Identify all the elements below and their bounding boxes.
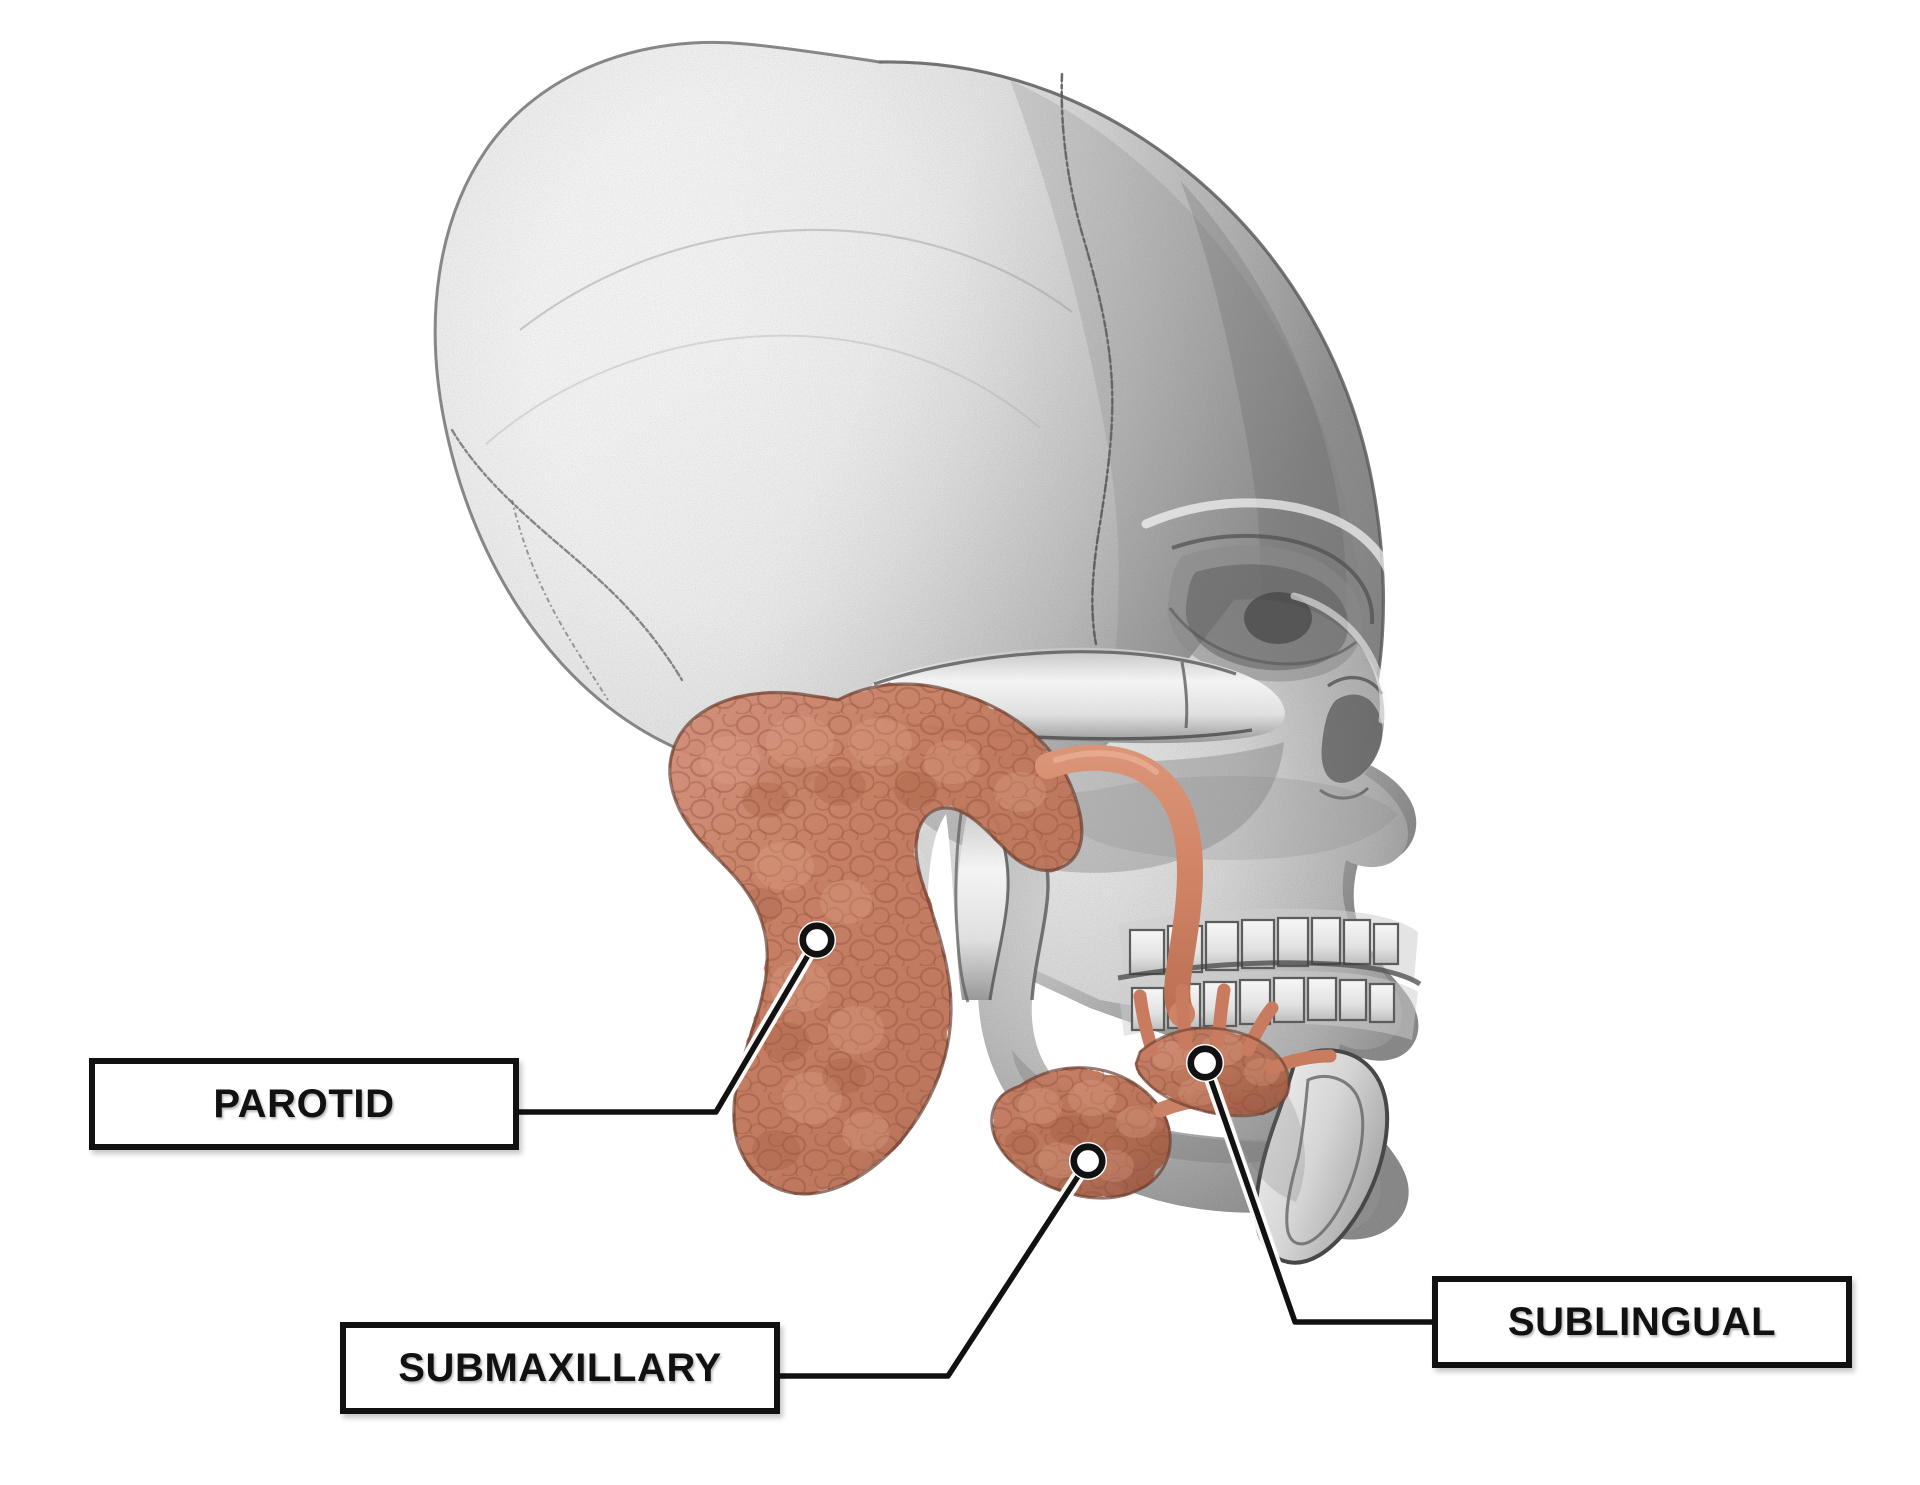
maxilla-shading <box>1061 775 1398 861</box>
salivary-glands <box>668 682 1337 1200</box>
label-text-sublingual: SUBLINGUAL <box>1507 1299 1777 1344</box>
leader-marker-sublingual <box>1189 1047 1221 1079</box>
label-box-submaxillary[interactable]: SUBMAXILLARY <box>340 1322 780 1414</box>
parotid-gland <box>668 682 1084 1196</box>
temporal-line <box>519 228 1073 331</box>
label-box-sublingual[interactable]: SUBLINGUAL <box>1432 1276 1852 1368</box>
temporal-line-lower <box>485 334 1041 445</box>
leader-marker-submaxillary <box>1072 1145 1104 1177</box>
leader-halo-submaxillary <box>773 1154 1095 1383</box>
leader-line-parotid <box>516 937 820 1115</box>
label-box-parotid[interactable]: PAROTID <box>89 1058 519 1150</box>
lambdoid-suture <box>450 428 684 682</box>
supraorbital-ridge <box>1141 498 1397 587</box>
leader-line-submaxillary <box>777 1158 1091 1379</box>
orbit <box>1167 533 1375 682</box>
label-text-parotid: PAROTID <box>213 1081 395 1126</box>
leader-marker-parotid <box>801 924 833 956</box>
submaxillary-gland <box>990 1066 1252 1200</box>
sublingual-ducts <box>1133 983 1337 1075</box>
parotid-outline <box>668 682 1084 1196</box>
leader-line-sublingual <box>1202 1060 1435 1325</box>
leader-lines <box>512 924 1439 1383</box>
nasal-bridge-highlight <box>1290 592 1387 724</box>
label-text-submaxillary: SUBMAXILLARY <box>398 1345 722 1390</box>
squamous-suture <box>511 499 609 701</box>
